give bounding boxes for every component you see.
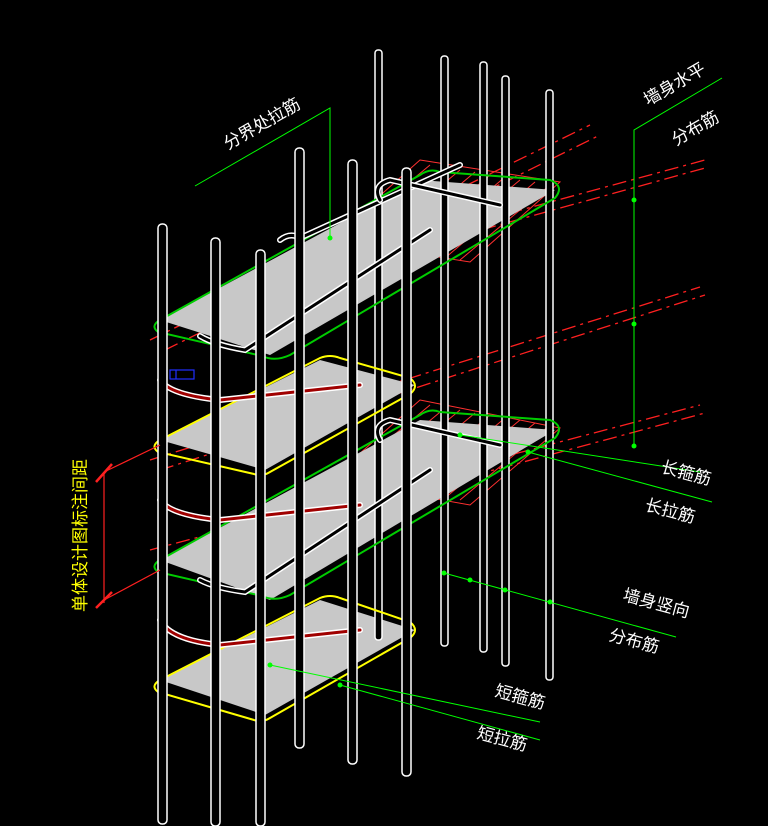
spacing-dimension <box>95 444 161 609</box>
label-wall-vertical-top: 墙身竖向 <box>621 586 692 623</box>
label-spacing-note: 单体设计图标注间距 <box>71 459 91 612</box>
vertical-rebar <box>255 249 266 826</box>
label-short-stirrup: 短箍筋 <box>493 682 547 715</box>
leader-dots <box>267 197 637 688</box>
blue-marker <box>169 369 195 380</box>
vertical-rebar <box>440 55 449 647</box>
long-stirrup-top <box>153 169 560 360</box>
vertical-rebar <box>401 167 412 777</box>
label-wall-horizontal-top: 墙身水平 <box>641 59 710 110</box>
leader-boundary-tie <box>194 107 331 238</box>
vertical-rebar <box>374 49 383 641</box>
label-wall-horizontal-bottom: 分布筋 <box>669 108 723 151</box>
leader-wall-vertical <box>443 572 677 638</box>
vertical-rebar <box>545 89 554 681</box>
front-vertical-rebars <box>157 147 412 826</box>
label-long-stirrup: 长箍筋 <box>659 458 713 491</box>
label-long-tie: 长拉筋 <box>643 496 697 529</box>
leader-wall-horizontal <box>633 77 723 448</box>
horizontal-bar <box>149 286 701 461</box>
leader-lines <box>194 77 723 741</box>
leader-short-tie <box>339 684 541 741</box>
vertical-rebar <box>479 61 488 653</box>
vertical-rebar <box>347 159 358 765</box>
annotations: 分界处拉筋 墙身水平 分布筋 长箍筋 长拉筋 墙身竖向 分布筋 短箍筋 短拉筋 … <box>71 59 723 756</box>
long-stirrups <box>153 169 560 600</box>
long-stirrup-mid <box>153 409 560 600</box>
vertical-rebar <box>157 223 168 825</box>
leader-long-stirrup <box>459 434 701 473</box>
leader-long-tie <box>527 451 713 503</box>
leader-short-stirrup <box>269 664 541 723</box>
vertical-rebar <box>294 147 305 749</box>
dimension-tick-top <box>95 463 113 483</box>
label-boundary-tie: 分界处拉筋 <box>221 95 305 155</box>
vertical-rebar <box>210 237 221 826</box>
back-vertical-rebars <box>374 49 554 681</box>
label-short-tie: 短拉筋 <box>475 724 529 757</box>
vertical-rebar <box>501 75 510 667</box>
